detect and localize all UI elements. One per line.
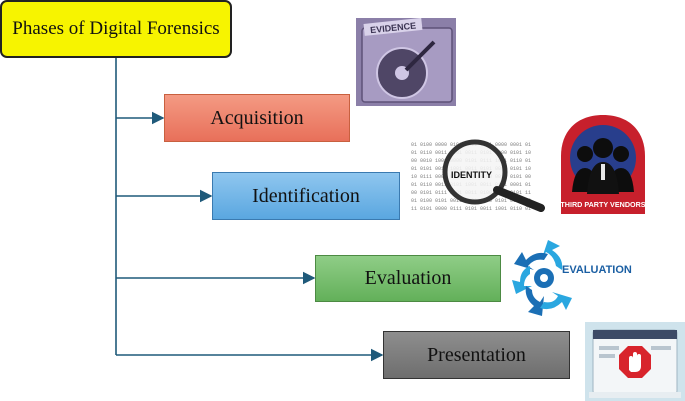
identity-magnifier-image: 01 0100 0000 0101 0011 1001 0000 0001 01… bbox=[409, 138, 546, 214]
phase-acquisition: Acquisition bbox=[164, 94, 350, 142]
evidence-label: EVIDENCE bbox=[370, 21, 417, 36]
evaluation-swirl-image: EVALUATION bbox=[508, 236, 634, 320]
evaluation-image-label: EVALUATION bbox=[562, 264, 632, 276]
third-party-vendors-badge: THIRD PARTY VENDORS bbox=[560, 114, 646, 216]
evidence-hard-drive-image: EVIDENCE bbox=[356, 18, 456, 106]
phase-identification: Identification bbox=[212, 172, 400, 220]
identity-label: IDENTITY bbox=[451, 170, 492, 180]
vendors-label: THIRD PARTY VENDORS bbox=[560, 200, 645, 209]
phase-presentation: Presentation bbox=[383, 331, 570, 379]
diagram-title: Phases of Digital Forensics bbox=[0, 0, 232, 58]
phase-evaluation: Evaluation bbox=[315, 255, 501, 302]
presentation-stop-screen-image bbox=[585, 322, 685, 401]
svg-text:11 0101 0000 0111 0101 0011 10: 11 0101 0000 0111 0101 0011 1001 0110 01 bbox=[411, 206, 531, 212]
